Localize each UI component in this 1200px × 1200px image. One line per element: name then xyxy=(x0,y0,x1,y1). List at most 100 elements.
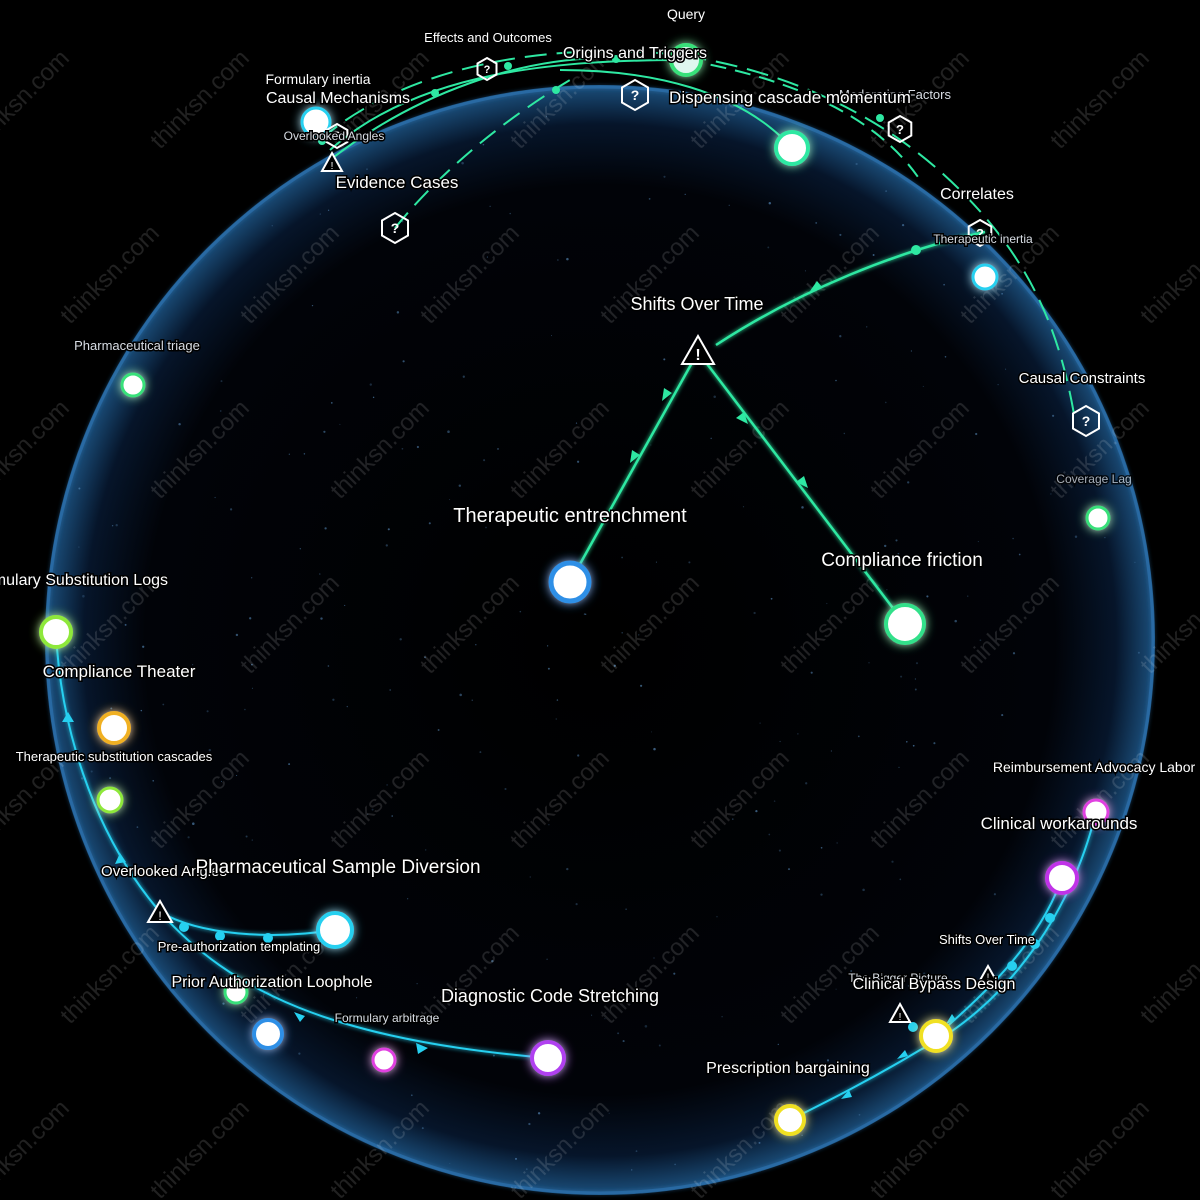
star-dot xyxy=(801,1134,803,1136)
node-substitution-cascades[interactable] xyxy=(96,786,124,814)
star-dot xyxy=(855,162,858,166)
star-dot xyxy=(1012,537,1014,540)
node-clinical-workarounds[interactable] xyxy=(1045,861,1079,895)
star-dot xyxy=(303,453,306,455)
star-dot xyxy=(779,740,781,743)
star-dot xyxy=(797,733,799,735)
star-dot xyxy=(576,460,580,463)
question-glyph: ? xyxy=(484,64,491,76)
node-formulary-logs[interactable] xyxy=(39,615,73,649)
watermark-text: thinksn.com xyxy=(1045,45,1155,155)
star-dot xyxy=(993,893,996,896)
star-dot xyxy=(244,708,246,711)
question-hex-icon[interactable]: ? xyxy=(476,56,498,82)
label-moderating-factors: Moderating Factors xyxy=(839,87,951,102)
node-preauth-templating[interactable] xyxy=(223,979,249,1005)
warning-triangle-icon[interactable]: ! xyxy=(888,1001,912,1023)
warning-triangle-icon[interactable]: ! xyxy=(320,150,344,172)
node-sample-diversion[interactable] xyxy=(316,911,354,949)
node-reimbursement-labor[interactable] xyxy=(1082,798,1110,826)
question-hex-icon[interactable]: ? xyxy=(967,218,993,248)
star-dot xyxy=(753,611,756,615)
node-formulary-inertia[interactable] xyxy=(300,106,332,138)
edge-causal-mechanisms xyxy=(329,57,601,161)
star-dot xyxy=(529,876,531,878)
star-dot xyxy=(923,972,926,975)
node-dispensing-cascade[interactable] xyxy=(774,130,810,166)
star-dot xyxy=(820,893,823,896)
warning-glyph: ! xyxy=(331,161,334,172)
star-dot xyxy=(673,972,676,975)
star-dot xyxy=(933,742,936,745)
question-hex-icon[interactable]: ? xyxy=(887,114,913,144)
star-dot xyxy=(251,577,253,579)
star-dot xyxy=(805,782,808,785)
node-prescription-bargaining[interactable] xyxy=(774,1104,806,1136)
warning-triangle-icon[interactable]: ! xyxy=(146,898,174,923)
star-dot xyxy=(591,1014,593,1016)
star-dot xyxy=(78,487,81,490)
star-dot xyxy=(449,499,451,501)
star-dot xyxy=(90,770,93,773)
warning-triangle-icon[interactable]: ! xyxy=(977,963,999,983)
star-dot xyxy=(768,833,771,836)
star-dot xyxy=(270,866,272,869)
node-compliance-theater[interactable] xyxy=(97,711,131,745)
star-dot xyxy=(142,645,145,648)
star-dot xyxy=(471,699,473,701)
star-dot xyxy=(509,212,511,215)
star-dot xyxy=(655,561,657,563)
node-compliance-friction[interactable] xyxy=(884,603,926,645)
star-dot xyxy=(839,335,842,338)
node-therapeutic-inertia[interactable] xyxy=(971,263,999,291)
label-overlooked-angles-top: Overlooked Angles xyxy=(284,129,385,143)
star-dot xyxy=(835,379,837,382)
star-dot xyxy=(192,664,194,666)
label-hub: Shifts Over Time xyxy=(630,294,763,314)
node-query[interactable] xyxy=(669,43,703,77)
star-dot xyxy=(458,484,462,487)
star-dot xyxy=(1064,768,1068,771)
question-hex-icon[interactable]: ? xyxy=(325,122,349,150)
watermark-text: thinksn.com xyxy=(55,220,165,330)
question-hex-icon[interactable]: ? xyxy=(381,211,409,245)
hub-edges xyxy=(568,230,986,625)
star-dot xyxy=(901,223,905,227)
star-dot xyxy=(115,524,118,527)
question-hex-icon[interactable]: ? xyxy=(1072,404,1100,438)
star-dot xyxy=(344,604,346,606)
star-dot xyxy=(111,525,114,527)
watermark-text: thinksn.com xyxy=(0,1095,75,1200)
star-dot xyxy=(899,878,902,881)
warning-triangle-icon[interactable]: ! xyxy=(680,333,716,365)
watermark-text: thinksn.com xyxy=(145,45,255,155)
star-dot xyxy=(755,809,758,813)
node-formulary-arbitrage[interactable] xyxy=(371,1047,397,1073)
star-dot xyxy=(548,824,550,826)
label-dispensing-cascade: Dispensing cascade momentum xyxy=(669,88,911,107)
star-dot xyxy=(914,678,917,680)
node-therapeutic-entrenchment[interactable] xyxy=(548,560,592,604)
star-dot xyxy=(319,573,321,575)
node-coverage-lag[interactable] xyxy=(1085,505,1111,531)
star-dot xyxy=(922,385,924,387)
star-dot xyxy=(516,513,519,515)
star-dot xyxy=(975,432,978,436)
question-glyph: ? xyxy=(333,129,340,143)
watermark-text: thinksn.com xyxy=(1135,920,1200,1030)
node-clinical-bypass[interactable] xyxy=(919,1019,953,1053)
star-dot xyxy=(997,383,999,386)
node-prior-auth-loophole[interactable] xyxy=(252,1018,284,1050)
star-dot xyxy=(550,335,553,337)
question-hex-icon[interactable]: ? xyxy=(621,78,649,112)
star-dot xyxy=(311,304,314,307)
star-dot xyxy=(977,541,979,543)
star-dot xyxy=(323,430,326,433)
node-pharmaceutical-triage[interactable] xyxy=(120,372,146,398)
star-dot xyxy=(271,225,273,227)
label-effects: Effects and Outcomes xyxy=(424,30,552,45)
star-dot xyxy=(979,639,982,642)
star-dot xyxy=(742,506,745,508)
node-diagnostic-code[interactable] xyxy=(530,1040,566,1076)
